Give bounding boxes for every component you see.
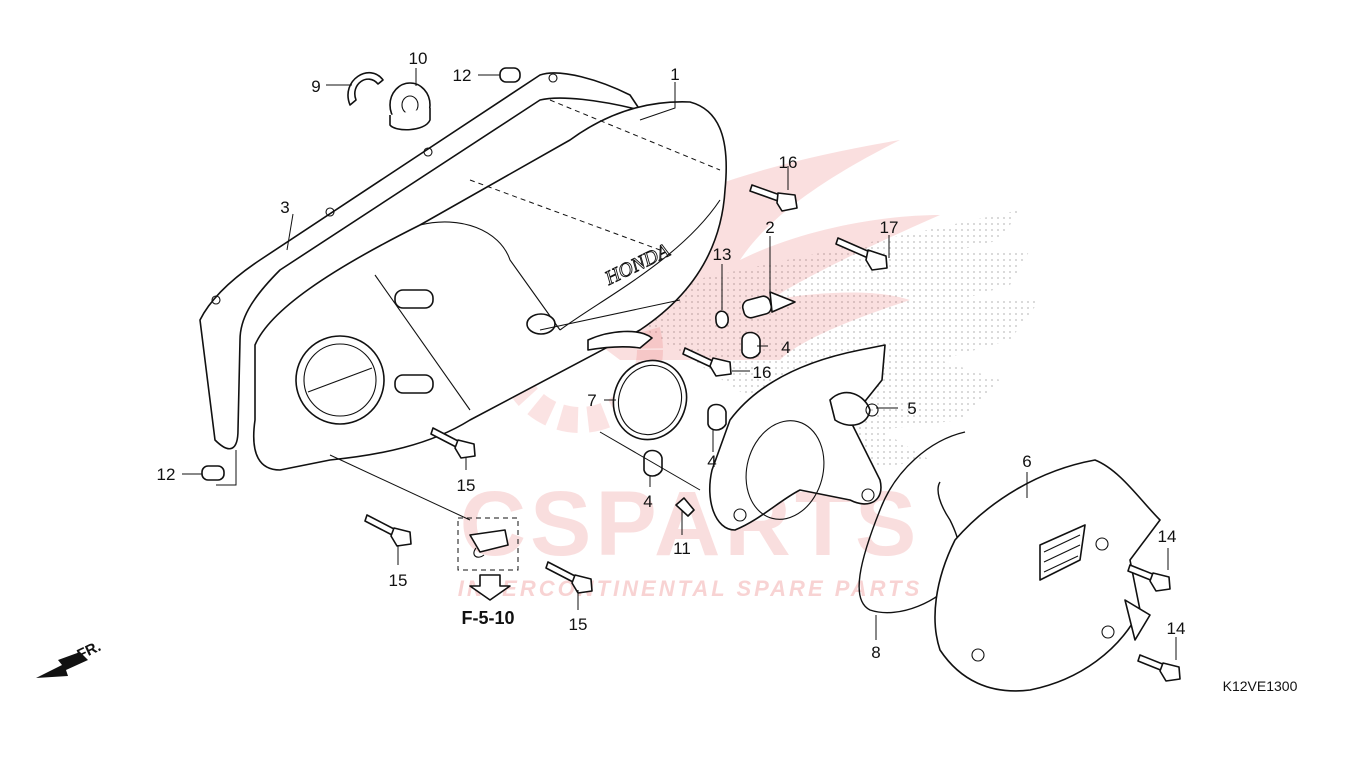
o-ring-7[interactable] [602,350,697,450]
collar-4-mid[interactable] [707,403,727,431]
clip-13[interactable] [715,310,729,329]
bearing-10[interactable] [389,82,431,131]
callout-16-mid: 16 [753,363,772,382]
screw-11[interactable] [675,497,695,517]
callout-15-mid: 15 [457,476,476,495]
callout-3: 3 [280,198,289,217]
callout-6: 6 [1022,452,1031,471]
drawing-code: K12VE1300 [1223,678,1298,694]
air-duct-frame-5[interactable] [708,344,886,531]
bolt-14-upper[interactable] [1127,564,1171,592]
callout-4-low: 4 [643,492,652,511]
callout-11: 11 [673,539,691,558]
callout-16-top: 16 [779,153,798,172]
callout-15-bottom-right: 15 [569,615,588,634]
front-arrow-icon [36,652,88,678]
bolt-14-lower[interactable] [1137,654,1181,682]
callout-8: 8 [871,643,880,662]
snap-ring-9[interactable] [347,71,384,106]
callout-13: 13 [713,245,732,264]
leader-lines [182,68,1177,660]
callout-15-bottom-left: 15 [389,571,408,590]
reference-detail[interactable]: F-5-10 [457,517,519,628]
bolt-16-mid[interactable] [682,347,732,377]
front-direction-marker: FR. [36,638,104,678]
outer-cover-6[interactable] [934,459,1161,692]
reference-label: F-5-10 [461,608,514,628]
crankcase-cover-gasket[interactable] [199,72,641,450]
front-label: FR. [75,638,104,664]
callout-1: 1 [670,65,679,84]
callout-2: 2 [765,218,774,237]
callout-labels: 1 2 3 4 4 4 5 6 7 8 9 10 11 12 12 13 14 … [157,49,1186,662]
callout-17: 17 [880,218,899,237]
dowel-pin-12-bottom[interactable] [201,465,225,481]
left-crankcase-cover[interactable]: HONDA [253,99,728,471]
callout-12-bottom: 12 [157,465,176,484]
bolt-15-mid[interactable] [430,427,476,459]
callout-10: 10 [409,49,428,68]
dowel-pin-12-top[interactable] [499,67,521,83]
watermark-dotted-wing [600,210,1040,470]
callout-4-mid: 4 [707,452,716,471]
callout-12-top: 12 [453,66,472,85]
reference-arrow-icon [469,574,511,601]
callout-14-lower: 14 [1167,619,1186,638]
watermark-gear-icon [497,267,663,433]
callout-5: 5 [907,399,916,418]
callout-4-upper: 4 [781,338,790,357]
bolt-15-bottom-right[interactable] [545,561,593,594]
callout-9: 9 [311,77,320,96]
breather-fitting-2[interactable] [741,291,796,319]
bolt-15-bottom-left[interactable] [364,514,412,547]
seal-8[interactable] [858,431,966,614]
collar-4-upper[interactable] [741,331,761,359]
watermark-tagline: INTERCONTINENTAL SPARE PARTS [458,576,923,601]
bolt-17[interactable] [835,237,888,271]
callout-14-upper: 14 [1158,527,1177,546]
bolt-16-top[interactable] [749,184,798,212]
callout-7: 7 [587,391,596,410]
